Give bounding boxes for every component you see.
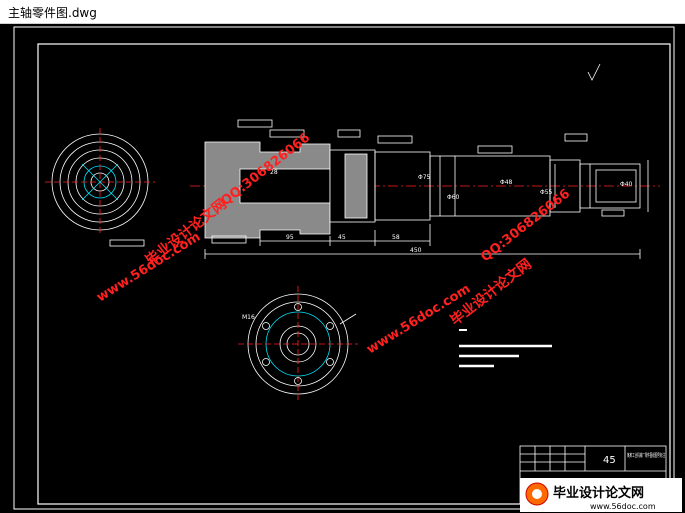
material-label: 45 [603,455,616,466]
dim-len1: 95 [286,234,294,241]
thread-label: M16 [242,314,255,321]
flange-view [238,286,358,402]
dim-d2: Φ60 [447,194,460,201]
dim-len3: 45 [338,234,346,241]
dim-d5: Φ40 [620,181,633,188]
title-block-name: 某某工业机械厂零件图纸图号标注 [627,452,665,459]
logo-name: 毕业设计论文网 [553,485,644,501]
dim-len4: 28 [270,169,278,176]
dim-overall: 450 [410,247,422,254]
dim-len2: 58 [392,234,400,241]
drawing-canvas[interactable]: 450 95 45 58 28 Φ75 Φ60 Φ48 Φ55 Φ40 [0,24,685,513]
title-block [519,445,667,505]
tech-requirements [459,329,552,368]
shaft-dimensions: 450 95 45 58 28 Φ75 Φ60 Φ48 Φ55 Φ40 [270,169,633,254]
window-title: 主轴零件图.dwg [8,6,97,20]
logo-url: www.56doc.com [590,502,656,511]
inner-frame [37,43,671,505]
title-bar: 主轴零件图.dwg [0,0,685,24]
drawing-svg: 450 95 45 58 28 Φ75 Φ60 Φ48 Φ55 Φ40 [13,26,682,512]
site-logo: 毕业设计论文网 www.56doc.com [520,478,682,512]
shaft-main-view [190,63,660,259]
outer-frame [13,26,675,510]
dim-d4: Φ55 [540,189,553,196]
watermark-qq-2: QQ:306826066 [478,186,573,265]
dim-d3: Φ48 [500,179,513,186]
end-view-left [45,128,155,247]
dim-d1: Φ75 [418,174,431,181]
